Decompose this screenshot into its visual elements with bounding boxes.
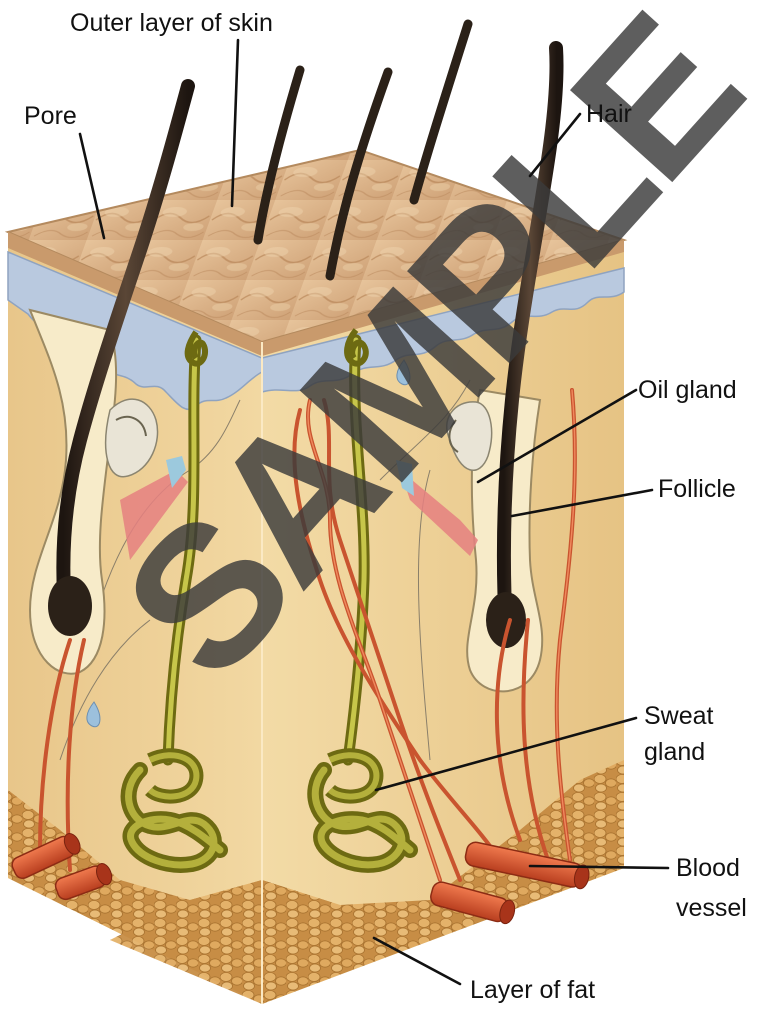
label-pore: Pore [24,102,77,130]
label-sweat-gland-line1: Sweat [644,702,714,730]
label-hair: Hair [586,100,632,128]
label-oil-gland: Oil gland [638,376,737,404]
label-outer-layer-of-skin: Outer layer of skin [70,9,273,37]
label-blood-vessel-line2: vessel [676,894,747,922]
label-sweat-gland-line2: gland [644,738,705,766]
label-blood-vessel-line1: Blood [676,854,740,882]
label-follicle: Follicle [658,475,736,503]
label-layer-of-fat: Layer of fat [470,976,595,1004]
